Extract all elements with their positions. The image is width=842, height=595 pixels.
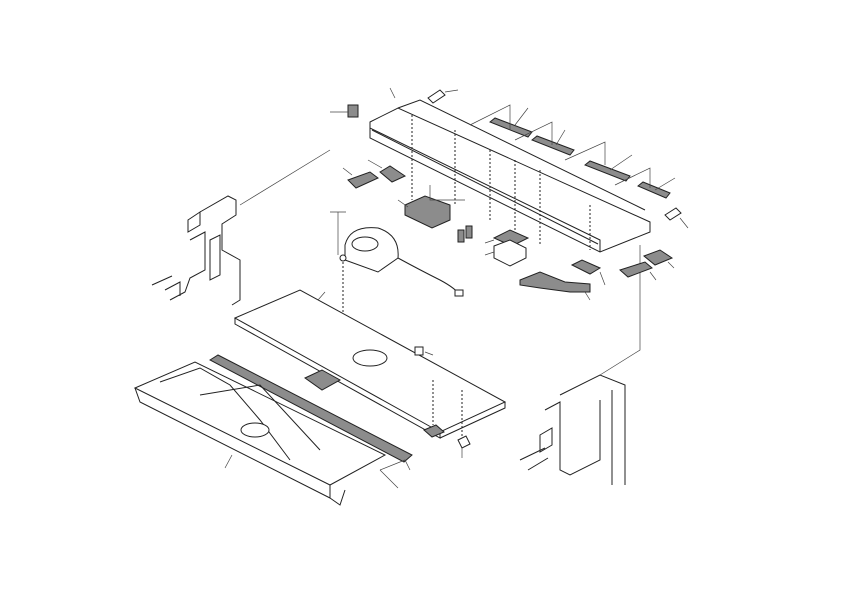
gray-seal-strip [208,354,413,489]
right-frame-bracket [519,245,641,485]
left-frame-bracket [151,149,331,306]
gray-pads [342,104,676,301]
screw-right [664,207,689,229]
upper-duct [369,87,651,253]
mounting-plate [233,289,507,458]
fan-unit [330,211,464,360]
screw-top [427,89,459,104]
lower-filter-frame [133,361,387,506]
small-block-top-left [330,104,359,118]
